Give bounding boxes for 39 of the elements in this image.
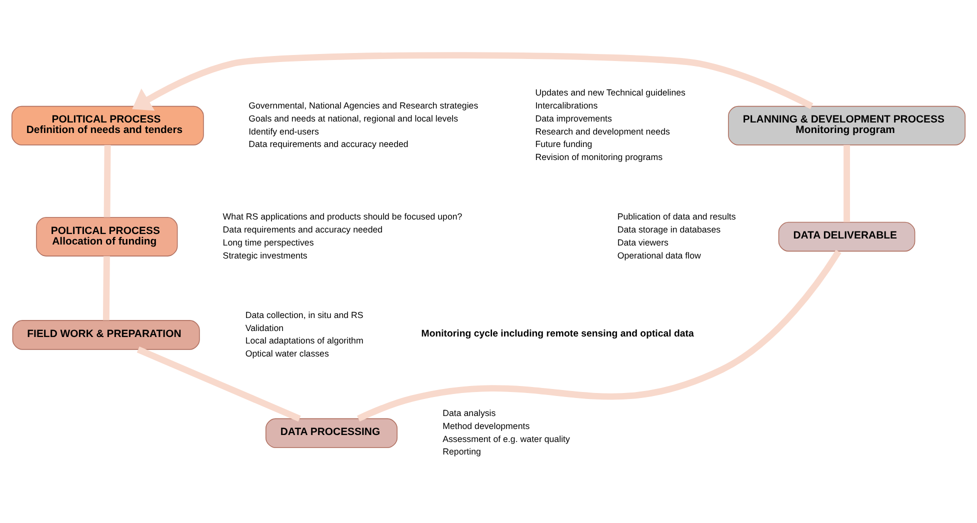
connector [104,144,111,218]
node-box: PLANNING & DEVELOPMENT PROCESS Monitoring program [728,106,966,146]
node-label: Local adaptations of algorithm [245,336,364,346]
node-box: POLITICAL PROCESS Definition of needs and tenders [11,106,204,146]
node-label: Strategic investments [222,250,308,260]
node-label: Data collection, in situ and RS [245,310,364,320]
node-label: Research and development needs [535,126,670,136]
node-label: Future funding [535,139,592,150]
node-label: Reporting [442,446,481,457]
node-label: Data improvements [535,113,612,124]
node-label: Data viewers [617,237,668,248]
node-box: POLITICAL PROCESS Allocation of funding [36,216,178,256]
node-label: Data storage in databases [617,224,721,235]
connector [136,346,301,422]
node-label: Method developments [442,420,530,431]
arrow [132,52,814,111]
connector [357,250,842,422]
node-label: Long time perspectives [222,237,314,248]
node-label: Validation [245,322,284,333]
node-label: Data requirements and accuracy needed [222,224,383,235]
node-label: Publication of data and results [617,212,736,222]
node-label: Identify end-users [248,126,319,136]
node-box: DATA DELIVERABLE [778,222,916,252]
node-label: Goals and needs at national, regional and local levels [248,113,458,124]
node-label: Data analysis [442,408,496,418]
node-label: Optical water classes [245,348,329,359]
connector [102,256,110,320]
node-label: Operational data flow [617,250,701,260]
node-label: Governmental, National Agencies and Research strategies [248,100,478,111]
node-label: Assessment of e.g. water quality [442,434,570,444]
node-label: Intercalibrations [535,100,598,111]
node-label: Revision of monitoring programs [535,152,663,162]
label: Monitoring cycle including remote sensing and optical data [421,328,694,340]
node-label: Updates and new Technical guidelines [535,88,686,98]
node-label: Data requirements and accuracy needed [248,139,408,150]
node-label: What RS applications and products should be focused upon? [222,212,462,222]
node-box: DATA PROCESSING [265,418,398,448]
node-box: FIELD WORK & PREPARATION [12,320,200,350]
connector [844,145,850,222]
